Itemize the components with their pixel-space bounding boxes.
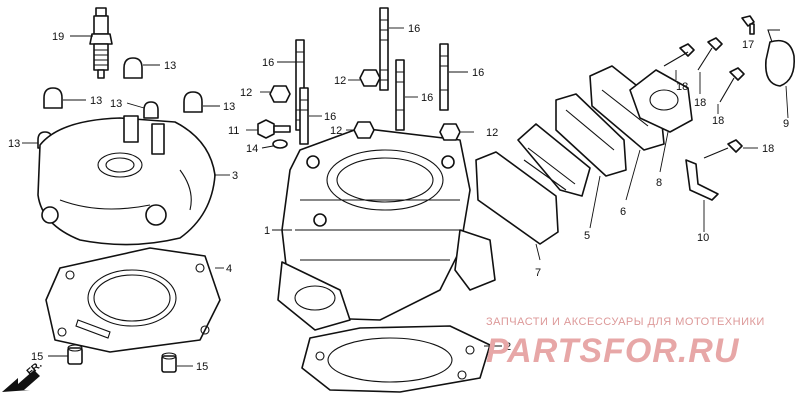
callout-15-b: 15 [196,361,208,373]
callout-13-b: 13 [90,95,102,107]
nut-12-c [353,121,375,139]
dowel-pin-15-b [161,352,177,373]
callout-12-c: 12 [330,125,342,137]
callout-18-d: 18 [762,143,774,155]
callout-9: 9 [783,118,789,130]
stud-16-c [439,43,449,111]
callout-16-c: 16 [472,67,484,79]
dowel-pin-15-a [67,344,83,365]
callout-8: 8 [656,177,662,189]
callout-17: 17 [742,39,754,51]
callout-4: 4 [226,263,232,275]
callout-12-d: 12 [486,127,498,139]
callout-15-a: 15 [31,351,43,363]
callout-7: 7 [535,267,541,279]
washer-14 [272,139,288,149]
callout-18-b: 18 [694,97,706,109]
callout-10: 10 [697,232,709,244]
callout-3: 3 [232,170,238,182]
callout-13-a: 13 [164,60,176,72]
nut-12-b [269,85,291,103]
bolt-18-c [719,67,745,103]
callout-labels: 1 2 3 4 5 6 7 8 9 10 11 12 12 12 12 13 1… [8,23,789,373]
hose-clamp [764,29,796,87]
base-gasket [301,325,491,393]
intake-boot [629,69,693,133]
callout-16-d: 16 [421,92,433,104]
acorn-nut-13-b [43,87,63,109]
bracket [685,159,719,201]
callout-1: 1 [264,225,270,237]
callout-16-e: 16 [324,111,336,123]
stud-16-d [395,59,405,131]
nut-12-a [359,69,381,87]
callout-13-e: 13 [8,138,20,150]
bolt-18-b [697,37,723,71]
callout-13-d: 13 [223,101,235,113]
watermark: ЗАПЧАСТИ И АКСЕССУАРЫ ДЛЯ МОТОТЕХНИКИ PA… [486,316,765,370]
reed-cage [589,65,665,151]
insulator-gasket [555,93,627,177]
callout-6: 6 [620,206,626,218]
cylinder-head [37,115,216,246]
callout-5: 5 [584,230,590,242]
cylinder [277,127,496,331]
callout-19: 19 [52,31,64,43]
callout-18-a: 18 [676,81,688,93]
callout-14: 14 [246,143,258,155]
callout-11: 11 [228,125,239,137]
callout-13-c: 13 [110,98,122,110]
acorn-nut-13-c [183,91,203,113]
screw-17 [741,15,755,35]
stud-16-a [379,7,389,91]
watermark-tagline: ЗАПЧАСТИ И АКСЕССУАРЫ ДЛЯ МОТОТЕХНИКИ [486,316,765,328]
nut-12-d [439,123,461,141]
callout-18-c: 18 [712,115,724,127]
callout-16-b: 16 [262,57,274,69]
bolt-18-d [703,139,743,159]
callout-12-b: 12 [240,87,252,99]
stud-16-e [299,87,309,145]
callout-2: 2 [505,341,511,353]
acorn-nut-13-a [123,57,143,79]
watermark-logo: PARTSFOR.RU [486,332,740,370]
head-gasket [45,247,221,353]
acorn-nut-13-d [143,101,159,119]
bolt-11 [257,119,291,139]
bolt-18-a [663,43,695,67]
front-direction-arrow: FR. [2,359,44,392]
reed-valve [475,123,591,245]
callout-16-a: 16 [408,23,420,35]
spark-plug [89,7,113,79]
callout-12-a: 12 [334,75,346,87]
